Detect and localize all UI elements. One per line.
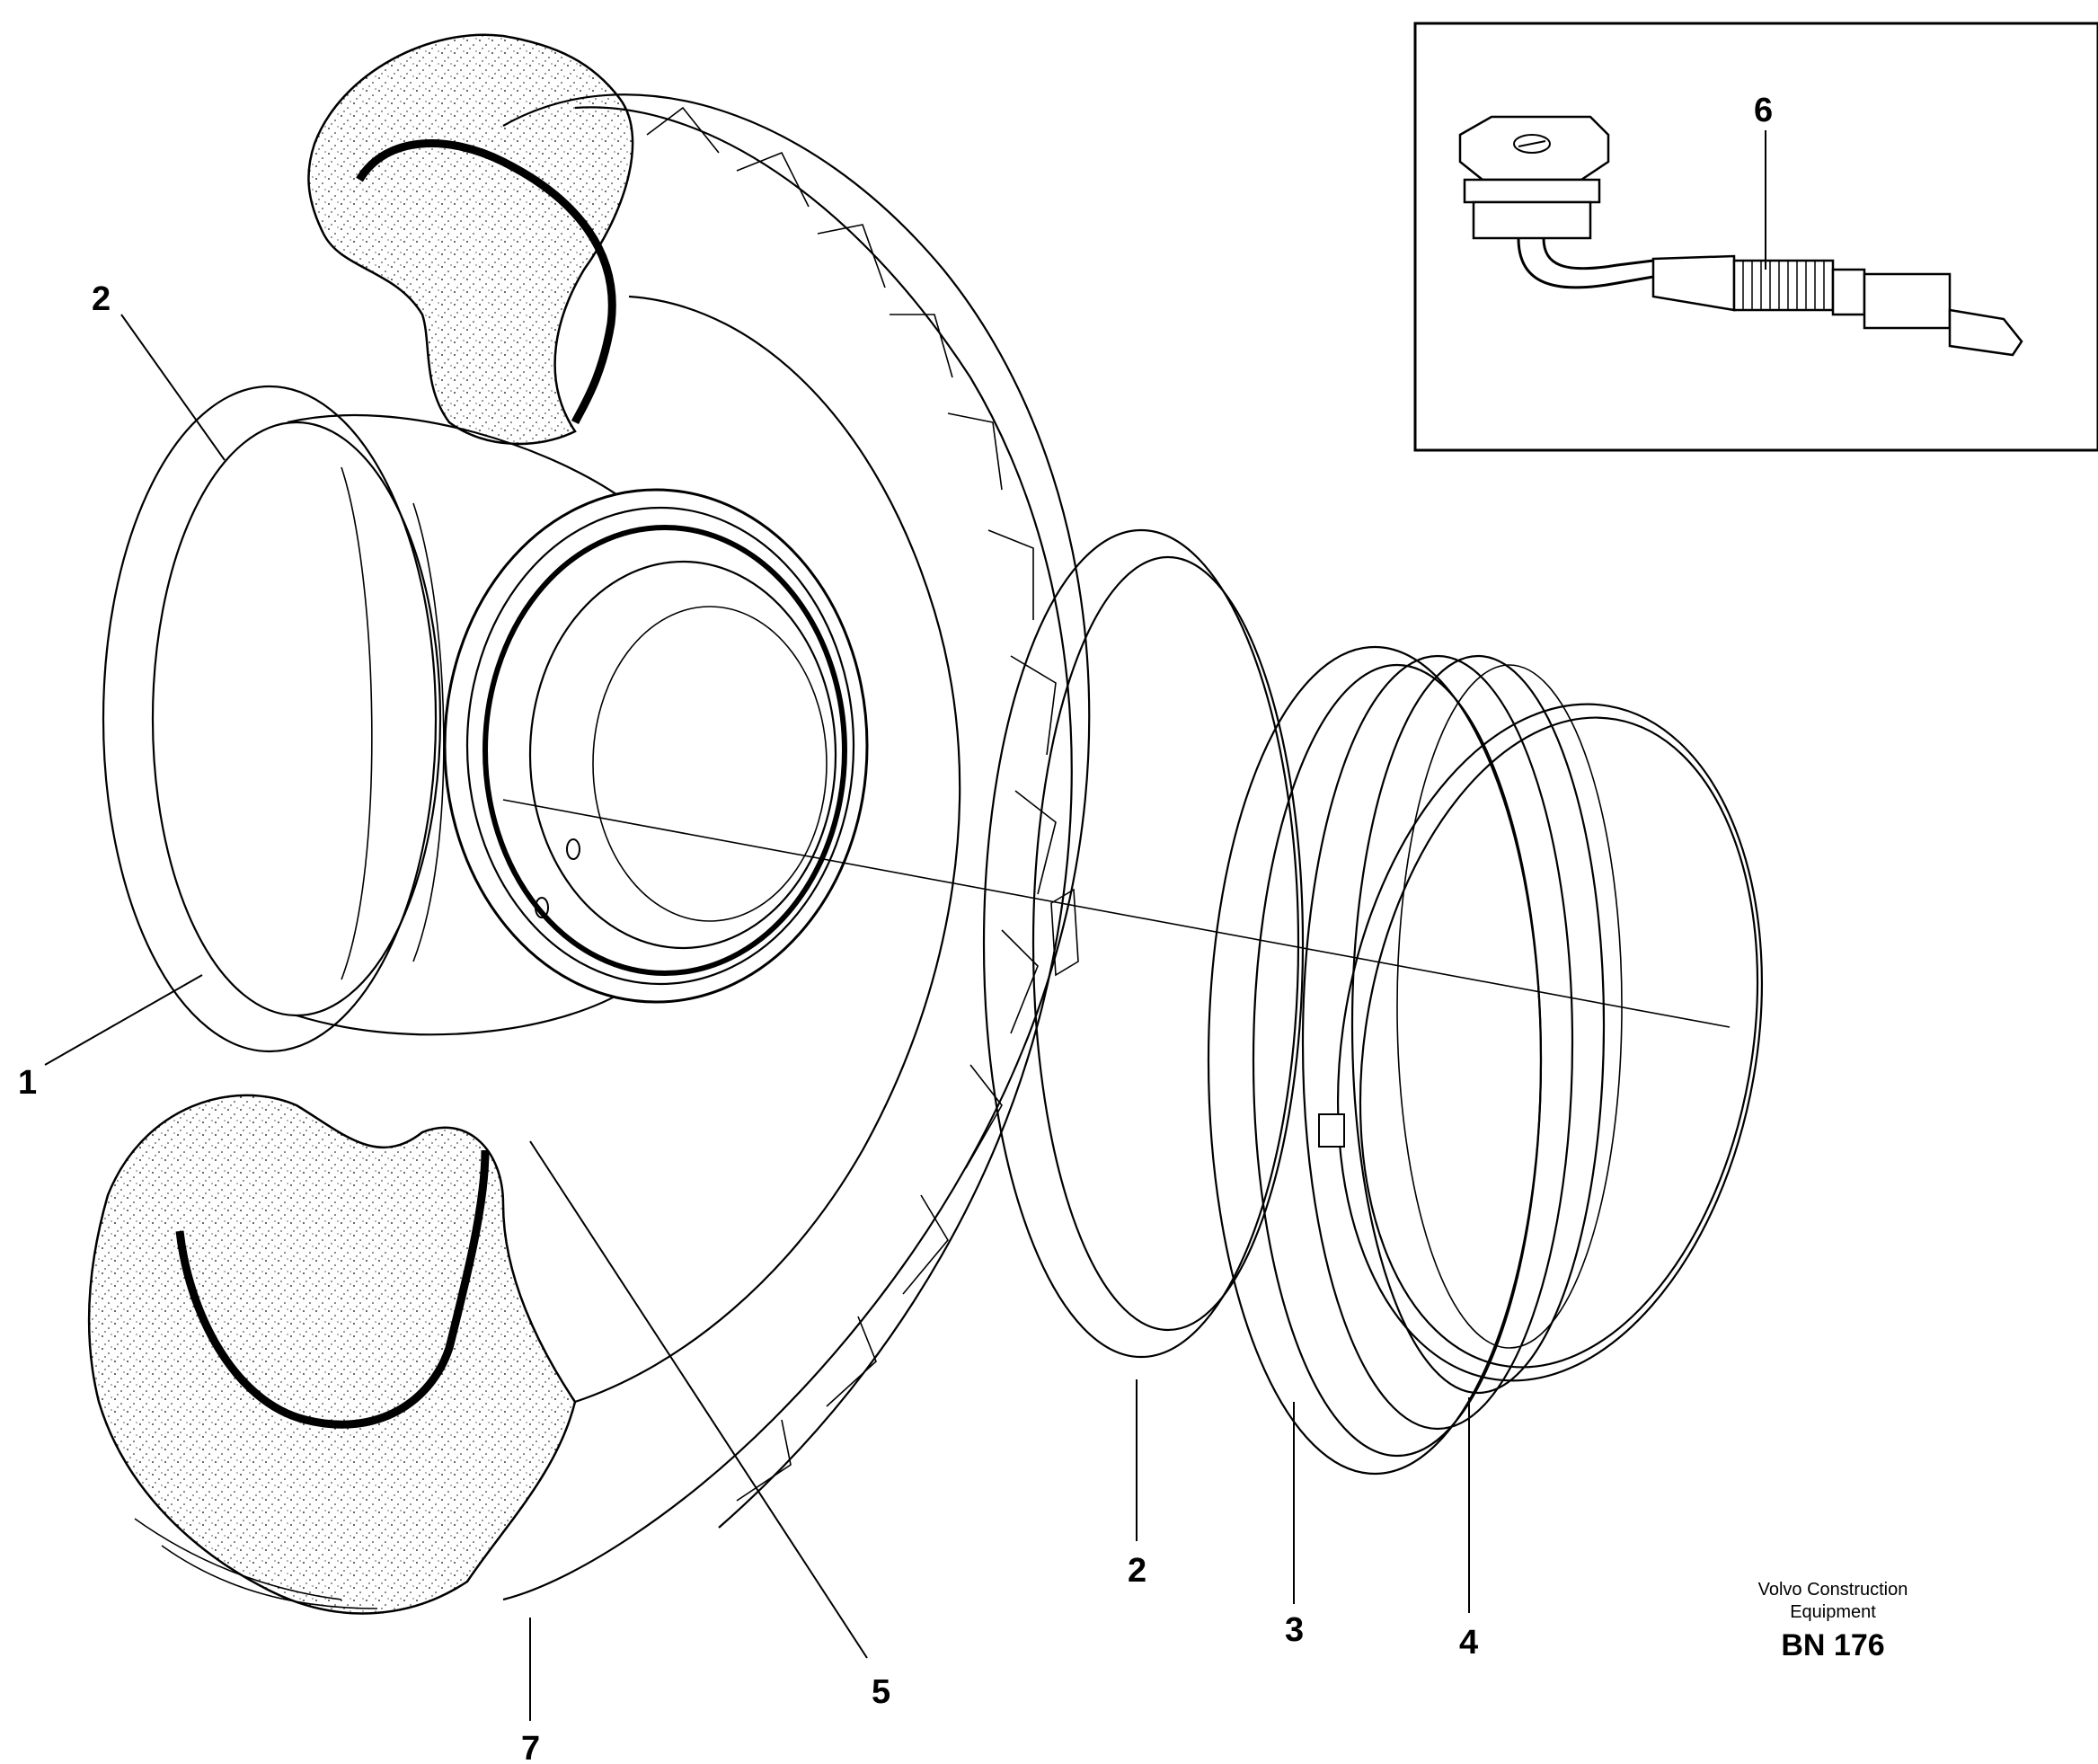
caption-line-1: Volvo Construction [1758,1580,1908,1600]
leader-2-top [120,314,226,461]
callout-4: 4 [1459,1624,1478,1662]
callout-2-bottom: 2 [1128,1552,1146,1590]
leader-1 [44,974,203,1066]
rim-flange [982,528,1305,1359]
figure-code: BN 176 [1781,1628,1884,1662]
bolt-hole [566,838,580,860]
callout-5: 5 [872,1673,890,1711]
tyre [87,33,1091,1615]
callout-7: 7 [521,1730,540,1764]
callout-3: 3 [1285,1611,1304,1649]
rim-body [102,385,630,1053]
bolt-hole [535,897,549,918]
lock-ring [1318,703,1764,1382]
axis-centerline [502,799,1731,1028]
tread-lugs [646,106,1057,1502]
callout-2-top: 2 [92,280,111,318]
valve-illustration [1458,115,2023,357]
caption-line-2: Equipment [1790,1602,1876,1622]
callout-6: 6 [1754,92,1773,129]
leader-lines [44,130,1766,1721]
publisher-caption: Volvo Construction Equipment BN 176 [1758,1580,1908,1662]
bead-seat-ring [443,488,869,1004]
callouts: 1 2 2 3 4 5 6 7 [18,92,1773,1764]
callout-1: 1 [18,1064,37,1102]
valve-inset [1413,22,2098,452]
bead-seat-band [1207,645,1623,1476]
leader-5 [529,1140,868,1659]
